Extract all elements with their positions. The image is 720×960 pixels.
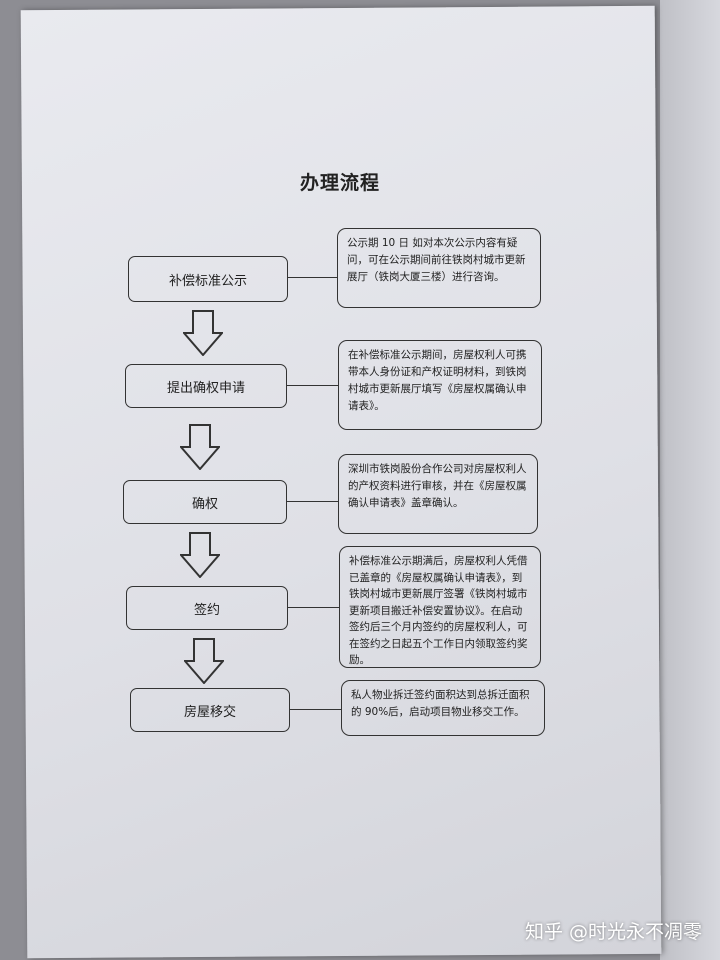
step-2-note: 在补偿标准公示期间，房屋权利人可携带本人身份证和产权证明材料，到铁岗村城市更新展… bbox=[338, 340, 542, 430]
connector-2 bbox=[286, 385, 338, 386]
adjacent-page bbox=[660, 0, 720, 960]
step-1-label: 补偿标准公示 bbox=[168, 273, 247, 289]
step-3-label: 确权 bbox=[191, 496, 218, 512]
step-2-box: 提出确权申请 bbox=[125, 364, 287, 408]
connector-3 bbox=[286, 501, 338, 502]
step-5-note: 私人物业拆迁签约面积达到总拆迁面积的 90%后，启动项目物业移交工作。 bbox=[341, 680, 545, 736]
step-4-note: 补偿标准公示期满后，房屋权利人凭借已盖章的《房屋权属确认申请表》，到铁岗村城市更… bbox=[339, 546, 541, 668]
connector-5 bbox=[289, 709, 341, 710]
down-arrow-icon bbox=[180, 424, 220, 470]
step-1-box: 补偿标准公示 bbox=[128, 256, 288, 302]
step-5-label: 房屋移交 bbox=[183, 704, 236, 720]
page-title: 办理流程 bbox=[300, 172, 381, 194]
step-1-note: 公示期 10 日 如对本次公示内容有疑问，可在公示期间前往铁岗村城市更新展厅（铁… bbox=[337, 228, 541, 308]
down-arrow-icon bbox=[184, 638, 224, 684]
watermark: 知乎 @时光永不凋零 bbox=[524, 921, 702, 943]
connector-1 bbox=[287, 277, 337, 278]
step-2-label: 提出确权申请 bbox=[166, 380, 245, 396]
down-arrow-icon bbox=[183, 310, 223, 356]
step-4-box: 签约 bbox=[126, 586, 288, 630]
step-5-box: 房屋移交 bbox=[130, 688, 290, 732]
step-4-label: 签约 bbox=[193, 602, 220, 618]
step-3-box: 确权 bbox=[123, 480, 287, 524]
connector-4 bbox=[287, 607, 339, 608]
step-3-note: 深圳市铁岗股份合作公司对房屋权利人的产权资料进行审核，并在《房屋权属确认申请表》… bbox=[338, 454, 538, 534]
down-arrow-icon bbox=[180, 532, 220, 578]
